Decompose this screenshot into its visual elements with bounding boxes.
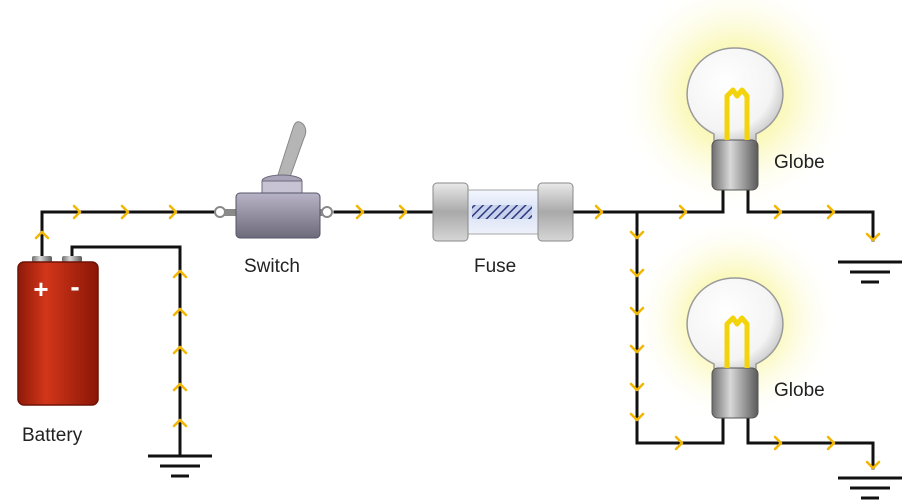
- battery-negative-label: -: [70, 271, 79, 302]
- current-flow-arrow-icon: [72, 204, 82, 220]
- current-flow-arrow-icon: [826, 204, 836, 220]
- battery-label: Battery: [22, 425, 83, 446]
- fuse-icon: [432, 182, 574, 242]
- current-flow-arrow-icon: [355, 204, 365, 220]
- current-flow-arrow-icon: [678, 204, 688, 220]
- globe-top-label: Globe: [774, 152, 825, 173]
- current-flow-arrow-icon: [168, 204, 178, 220]
- ground-symbol-icon: [148, 454, 212, 478]
- light-bulb-icon: [686, 277, 784, 419]
- battery-positive-label: +: [33, 274, 48, 304]
- current-flow-arrow-icon: [629, 412, 645, 422]
- current-flow-arrow-icon: [629, 306, 645, 316]
- fuse-label: Fuse: [474, 256, 516, 277]
- current-flow-arrow-icon: [120, 204, 130, 220]
- current-flow-arrow-icon: [865, 232, 881, 242]
- light-bulb-icon: [686, 47, 784, 191]
- current-flow-arrow-icon: [172, 345, 188, 355]
- current-flow-arrow-icon: [773, 204, 783, 220]
- current-flow-arrow-icon: [172, 382, 188, 392]
- current-flow-arrow-icon: [594, 204, 604, 220]
- current-flow-arrows: [34, 204, 881, 470]
- current-flow-arrow-icon: [629, 230, 645, 240]
- ground-symbol-icon: [838, 260, 902, 284]
- switch-label: Switch: [244, 256, 300, 277]
- current-flow-arrow-icon: [826, 435, 836, 451]
- current-flow-arrow-icon: [629, 344, 645, 354]
- current-flow-arrow-icon: [674, 435, 684, 451]
- current-flow-arrow-icon: [34, 230, 50, 240]
- current-flow-arrow-icon: [865, 460, 881, 470]
- ground-symbol-icon: [838, 476, 902, 500]
- current-flow-arrow-icon: [172, 269, 188, 279]
- current-flow-arrow-icon: [629, 268, 645, 278]
- toggle-switch-icon: [214, 121, 333, 239]
- battery-icon: + -: [17, 256, 99, 406]
- current-flow-arrow-icon: [629, 382, 645, 392]
- wires: [40, 186, 875, 470]
- current-flow-arrow-icon: [172, 307, 188, 317]
- globe-bottom-label: Globe: [774, 380, 825, 401]
- current-flow-arrow-icon: [773, 435, 783, 451]
- current-flow-arrow-icon: [398, 204, 408, 220]
- current-flow-arrow-icon: [172, 418, 188, 428]
